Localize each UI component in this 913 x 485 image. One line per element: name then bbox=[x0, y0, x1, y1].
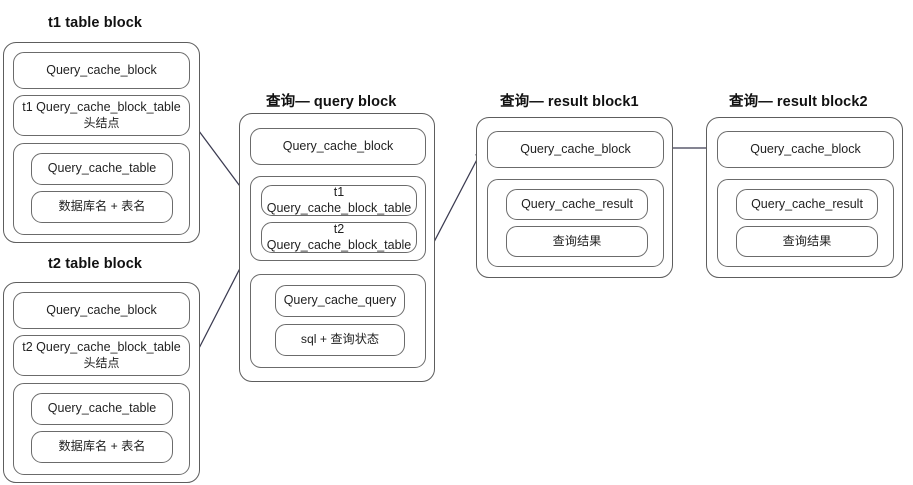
result1-query-cache-result[interactable]: Query_cache_result bbox=[506, 189, 648, 220]
t1-table-meta-label: 数据库名 + 表名 bbox=[58, 199, 146, 214]
query-sql-state[interactable]: sql + 查询状态 bbox=[275, 324, 405, 356]
query-sql-state-label: sql + 查询状态 bbox=[300, 332, 380, 347]
result1-cache-result-group: Query_cache_result 查询结果 bbox=[487, 179, 664, 267]
t1-query-cache-block[interactable]: Query_cache_block bbox=[13, 52, 190, 89]
query-block: Query_cache_block t1 Query_cache_block_t… bbox=[239, 113, 435, 382]
t2-block-table-label: t2 Query_cache_block_table bbox=[22, 340, 181, 355]
query-cache-query-group: Query_cache_query sql + 查询状态 bbox=[250, 274, 426, 368]
result1-block-title: 查询— result block1 bbox=[500, 94, 639, 110]
result2-result-meta-label: 查询结果 bbox=[782, 233, 832, 248]
result1-result-meta-label: 查询结果 bbox=[552, 233, 602, 248]
query-t2-block-table[interactable]: t2 Query_cache_block_table bbox=[261, 222, 417, 253]
t1-table-block: Query_cache_block t1 Query_cache_block_t… bbox=[3, 42, 200, 243]
query-block-table-group: t1 Query_cache_block_table t2 Query_cach… bbox=[250, 176, 426, 261]
t2-query-cache-table-group: Query_cache_table 数据库名 + 表名 bbox=[13, 383, 190, 475]
t1-query-cache-table[interactable]: Query_cache_table bbox=[31, 153, 173, 185]
t1-block-title: t1 table block bbox=[48, 15, 143, 31]
result1-result-meta[interactable]: 查询结果 bbox=[506, 226, 648, 257]
query-t1-block-table[interactable]: t1 Query_cache_block_table bbox=[261, 185, 417, 216]
result2-block-title: 查询— result block2 bbox=[729, 94, 868, 110]
result2-cache-result-group: Query_cache_result 查询结果 bbox=[717, 179, 894, 267]
t1-table-meta[interactable]: 数据库名 + 表名 bbox=[31, 191, 173, 223]
t1-block-table-label: t1 Query_cache_block_table bbox=[22, 100, 181, 115]
t2-query-cache-block-table[interactable]: t2 Query_cache_block_table 头结点 bbox=[13, 335, 190, 376]
query-block-title: 查询— query block bbox=[266, 94, 397, 110]
result2-query-cache-result[interactable]: Query_cache_result bbox=[736, 189, 878, 220]
t1-block-table-head-node: 头结点 bbox=[83, 115, 120, 130]
t2-table-block: Query_cache_block t2 Query_cache_block_t… bbox=[3, 282, 200, 483]
t2-table-meta[interactable]: 数据库名 + 表名 bbox=[31, 431, 173, 463]
result2-result-meta[interactable]: 查询结果 bbox=[736, 226, 878, 257]
t2-query-cache-table[interactable]: Query_cache_table bbox=[31, 393, 173, 425]
query-cache-query[interactable]: Query_cache_query bbox=[275, 285, 405, 317]
t1-query-cache-block-table[interactable]: t1 Query_cache_block_table 头结点 bbox=[13, 95, 190, 136]
t1-query-cache-table-group: Query_cache_table 数据库名 + 表名 bbox=[13, 143, 190, 235]
result1-query-cache-block[interactable]: Query_cache_block bbox=[487, 131, 664, 168]
query-query-cache-block[interactable]: Query_cache_block bbox=[250, 128, 426, 165]
result-block-2: Query_cache_block Query_cache_result 查询结… bbox=[706, 117, 903, 278]
t2-block-title: t2 table block bbox=[48, 256, 143, 272]
t2-table-meta-label: 数据库名 + 表名 bbox=[58, 439, 146, 454]
result-block-1: Query_cache_block Query_cache_result 查询结… bbox=[476, 117, 673, 278]
t2-block-table-head-node: 头结点 bbox=[83, 355, 120, 370]
result2-query-cache-block[interactable]: Query_cache_block bbox=[717, 131, 894, 168]
t2-query-cache-block[interactable]: Query_cache_block bbox=[13, 292, 190, 329]
